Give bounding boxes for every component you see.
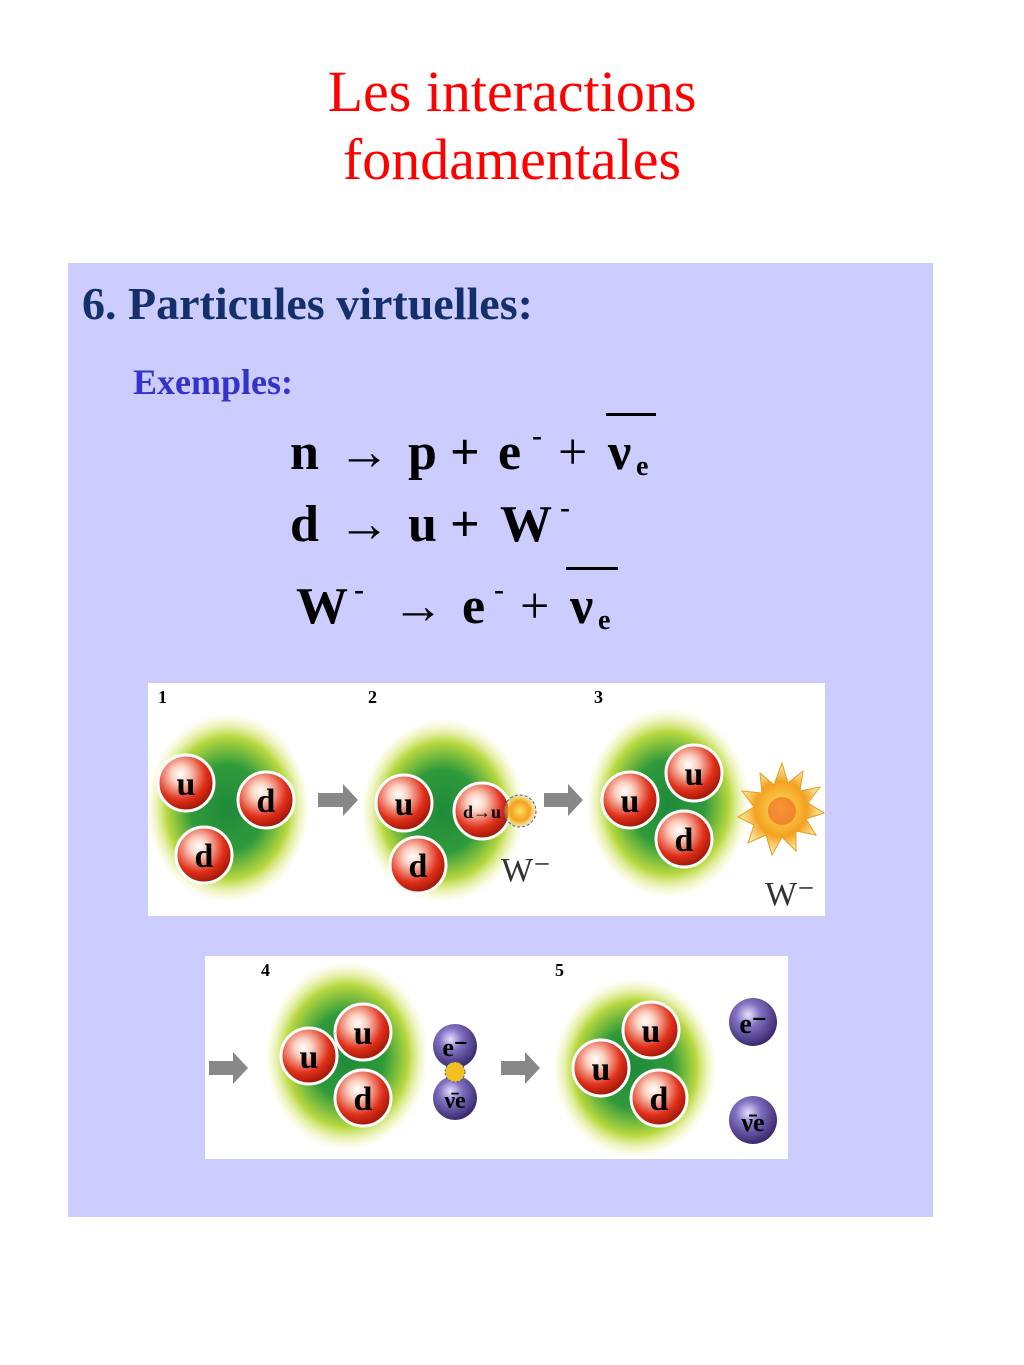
eq1-t2-sup: -: [532, 419, 542, 452]
quark-u-5a-label: u: [592, 1051, 611, 1088]
eq3-t1-sup: -: [494, 573, 504, 606]
section-heading: 6. Particules virtuelles:: [82, 278, 533, 329]
electron-5-label: e⁻: [739, 1009, 766, 1040]
w-boson-label-2: W⁻: [501, 852, 551, 889]
antineutrino-4-label: ν̄e: [443, 1088, 466, 1114]
quark-u-2-label: u: [395, 786, 414, 823]
electron-5: [729, 998, 777, 1046]
step-3-label: 3: [594, 687, 603, 707]
eq1-arrow: →: [338, 424, 390, 481]
eq3-lhs-sup: -: [354, 573, 364, 606]
eq1-t1: p: [408, 424, 437, 481]
eq1-plus2: +: [558, 424, 588, 481]
w-decay-burst: [444, 1061, 466, 1083]
quark-d-3: [654, 809, 714, 869]
electron-4: [433, 1024, 477, 1068]
quark-u-2: [374, 773, 434, 833]
quark-d-1a-label: d: [257, 783, 276, 820]
eq1-plus1: +: [450, 424, 480, 481]
antineutrino-5-label: ν̄e: [740, 1108, 764, 1137]
slide-title: Les interactions fondamentales: [0, 58, 1024, 194]
eq3-plus1: +: [520, 578, 550, 635]
eq2-plus1: +: [450, 496, 480, 553]
eq1-antiparticle-bar: [606, 413, 656, 416]
eq1-t3-sub: e: [636, 451, 649, 482]
quark-d-2: [388, 835, 448, 895]
quark-u-3b: [664, 743, 724, 803]
eq2-lhs: d: [290, 496, 319, 553]
quark-d-2-label: d: [409, 848, 428, 885]
quark-transition-label: d→u: [463, 802, 501, 822]
eq2-t1: u: [408, 496, 437, 553]
quark-u-1: [156, 753, 216, 813]
w-boson-label-3: W⁻: [765, 876, 815, 913]
title-line-1: Les interactions: [327, 59, 697, 124]
arrow-2-3: [544, 784, 583, 816]
quark-u-5b: [621, 1000, 681, 1060]
eq1-t3: ν: [608, 424, 632, 481]
antineutrino-5: [729, 1096, 777, 1144]
quark-u-1-label: u: [177, 766, 196, 803]
examples-label: Exemples:: [133, 362, 293, 402]
quark-d-4-label: d: [354, 1081, 373, 1118]
beta-decay-diagram-top: 1 2 3 u d d u d→u d W⁻: [148, 687, 825, 913]
eq2-t2-sup: -: [560, 491, 570, 524]
w-burst-small: [503, 794, 537, 828]
step-5-label: 5: [555, 960, 564, 980]
quark-u-4b-label: u: [354, 1015, 373, 1052]
title-line-2: fondamentales: [342, 127, 682, 192]
quark-d-1b: [174, 825, 234, 885]
arrow-1-2: [318, 784, 358, 816]
quark-u-3a: [600, 770, 660, 830]
eq3-t2: ν: [570, 578, 594, 635]
electron-4-label: e⁻: [442, 1033, 467, 1062]
quark-d-5-label: d: [650, 1081, 669, 1118]
eq3-t2-sub: e: [598, 605, 611, 636]
beta-decay-diagram-bottom: 4 5 u u d e⁻ ν̄e u u d: [209, 960, 777, 1158]
quark-u-5b-label: u: [642, 1013, 661, 1050]
step-2-label: 2: [368, 687, 377, 707]
antineutrino-4: [433, 1076, 477, 1120]
arrow-4-5: [501, 1052, 540, 1084]
quark-u-3b-label: u: [685, 756, 704, 793]
quark-u-4a: [279, 1026, 339, 1086]
step-1-label: 1: [158, 687, 167, 707]
eq1-t2: e: [498, 424, 522, 481]
step-4-label: 4: [261, 960, 270, 980]
eq2-t2: W: [500, 496, 552, 553]
quark-u-4b: [333, 1002, 393, 1062]
quark-d-3-label: d: [675, 822, 694, 859]
eq3-arrow: →: [392, 578, 444, 635]
quark-u-3a-label: u: [621, 783, 640, 820]
quark-d-4: [333, 1068, 393, 1128]
quark-d-1b-label: d: [195, 838, 214, 875]
content-panel: 6. Particules virtuelles: Exemples: n → …: [68, 263, 933, 1217]
eq3-lhs: W: [296, 578, 348, 635]
w-burst-core: [768, 797, 796, 825]
arrow-in-4: [209, 1052, 248, 1084]
beta-decay-figure-top: 1 2 3 u d d u d→u d W⁻: [148, 683, 825, 916]
eq2-arrow: →: [338, 496, 390, 553]
quark-d-1a: [236, 770, 296, 830]
quark-u-5a: [571, 1038, 631, 1098]
eq1-lhs: n: [290, 424, 319, 481]
eq3-t1: e: [462, 578, 486, 635]
quark-d-5: [629, 1068, 689, 1128]
beta-decay-figure-bottom: 4 5 u u d e⁻ ν̄e u u d: [205, 956, 788, 1159]
quark-u-4a-label: u: [300, 1039, 319, 1076]
eq3-antiparticle-bar: [566, 567, 618, 570]
